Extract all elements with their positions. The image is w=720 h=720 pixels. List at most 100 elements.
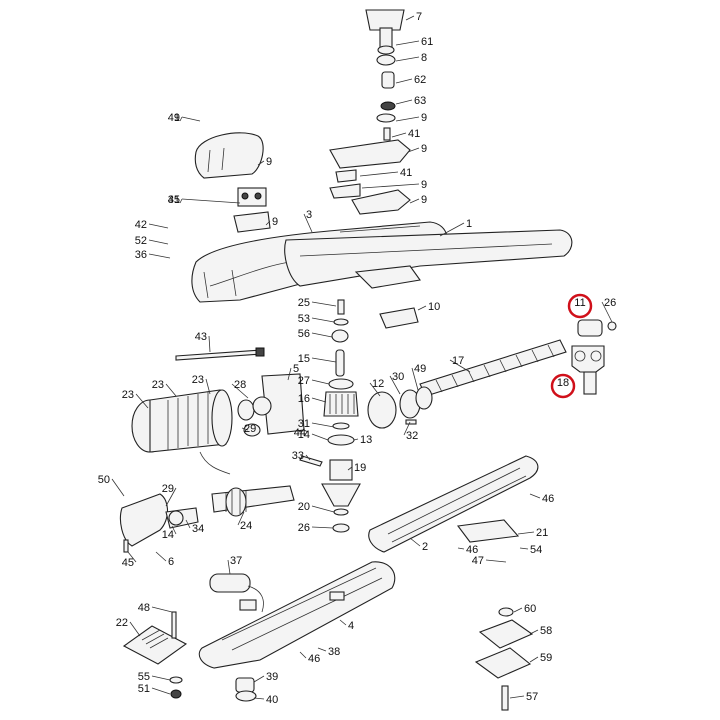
leader-line-28 xyxy=(231,383,249,399)
shaft-part-24 xyxy=(211,455,323,517)
part-label-16: 16 xyxy=(298,393,310,405)
part-label-41: 41 xyxy=(168,194,180,206)
leader-line-58 xyxy=(529,629,539,635)
part-label-23: 23 xyxy=(192,374,204,386)
nut-assembly xyxy=(367,386,433,429)
part-label-46: 46 xyxy=(466,544,478,556)
part-label-42: 42 xyxy=(135,219,147,231)
leader-line-17 xyxy=(449,359,471,373)
part-label-17: 17 xyxy=(452,355,464,367)
part-label-9: 9 xyxy=(421,143,427,155)
callout-labels: 7618626394194194135999419425236311025535… xyxy=(98,11,617,706)
leader-line-46 xyxy=(299,651,307,659)
leader-line-9 xyxy=(257,160,265,166)
plate-part-10 xyxy=(354,265,421,329)
long-bolt-part-43 xyxy=(175,347,265,361)
leader-line-9 xyxy=(407,147,420,153)
leader-line-45 xyxy=(127,551,137,563)
leader-line-26 xyxy=(601,301,613,323)
part-label-36: 36 xyxy=(135,249,147,261)
part-label-43: 43 xyxy=(195,331,207,343)
bevel-gear-part-19 xyxy=(321,459,361,533)
part-label-61: 61 xyxy=(421,36,433,48)
part-label-9: 9 xyxy=(272,216,278,228)
leader-line-29 xyxy=(165,487,177,507)
leader-line-52 xyxy=(148,239,169,245)
leader-line-41 xyxy=(179,198,183,204)
part-label-20: 20 xyxy=(298,501,310,513)
leader-line-1 xyxy=(439,222,465,237)
leader-line-59 xyxy=(529,656,539,663)
leader-line-6 xyxy=(155,551,167,562)
part-label-11: 11 xyxy=(574,297,585,309)
leader-line-41 xyxy=(391,132,407,138)
leader-line-44 xyxy=(303,429,309,433)
leader-line-33 xyxy=(305,454,311,461)
gearbox-part-5 xyxy=(237,373,305,437)
leader-line-29 xyxy=(241,427,249,431)
part-label-6: 6 xyxy=(168,556,174,568)
part-label-18: 18 xyxy=(557,377,569,389)
leader-line-62 xyxy=(395,78,413,84)
bracket-parts-58-59 xyxy=(474,607,534,711)
leader-line-27 xyxy=(311,379,330,385)
leader-line-54 xyxy=(519,547,529,550)
leader-line-34 xyxy=(185,519,191,529)
part-label-9: 9 xyxy=(421,194,427,206)
leader-line-35 xyxy=(181,198,241,204)
part-label-8: 8 xyxy=(421,52,427,64)
bracket-plates xyxy=(329,139,411,215)
part-label-3: 3 xyxy=(306,209,312,221)
part-label-2: 2 xyxy=(422,541,428,553)
part-label-23: 23 xyxy=(152,379,164,391)
leader-line-32 xyxy=(403,421,411,436)
part-label-49: 49 xyxy=(414,363,426,375)
part-label-40: 40 xyxy=(266,694,278,706)
part-label-53: 53 xyxy=(298,313,310,325)
part-label-56: 56 xyxy=(298,328,310,340)
leader-line-37 xyxy=(227,559,231,575)
part-label-44: 44 xyxy=(294,427,306,439)
leader-line-9 xyxy=(361,183,420,189)
leader-line-15 xyxy=(311,357,337,363)
leader-line-23 xyxy=(165,383,177,397)
gear-part-16 xyxy=(323,391,359,446)
leader-line-48 xyxy=(151,606,173,613)
leader-line-23 xyxy=(205,378,211,395)
leader-line-30 xyxy=(389,375,401,395)
part-label-9: 9 xyxy=(266,156,272,168)
leader-line-31 xyxy=(311,422,335,428)
leader-line-39 xyxy=(253,675,265,683)
leader-line-50 xyxy=(111,478,125,497)
capacitor-part-37 xyxy=(209,573,264,613)
part-label-46: 46 xyxy=(542,493,554,505)
part-label-41: 41 xyxy=(168,112,180,124)
part-label-1: 1 xyxy=(466,218,472,230)
leader-line-56 xyxy=(311,332,333,338)
part-label-41: 41 xyxy=(408,128,420,140)
leader-line-63 xyxy=(395,99,413,105)
part-label-59: 59 xyxy=(540,652,552,664)
leader-line-10 xyxy=(417,305,427,311)
part-label-5: 5 xyxy=(293,363,299,375)
part-label-14: 14 xyxy=(298,429,310,441)
worm-screw-part-17 xyxy=(419,339,567,397)
leader-line-49 xyxy=(411,367,419,391)
leader-line-46 xyxy=(529,493,541,499)
end-fittings-11-18 xyxy=(571,319,617,395)
highlight-circle-18 xyxy=(550,373,576,399)
leader-line-41 xyxy=(359,171,399,177)
leader-line-16 xyxy=(311,397,327,403)
leader-line-25 xyxy=(311,301,337,307)
small-parts-stack xyxy=(376,71,396,141)
part-label-26: 26 xyxy=(604,297,616,309)
part-label-62: 62 xyxy=(414,74,426,86)
center-washers xyxy=(328,299,354,390)
part-label-50: 50 xyxy=(98,474,110,486)
leader-line-2 xyxy=(409,537,421,547)
leader-line-43 xyxy=(208,335,211,353)
terminal-block xyxy=(233,187,271,233)
part-label-29: 29 xyxy=(244,423,256,435)
part-label-7: 7 xyxy=(416,11,422,23)
